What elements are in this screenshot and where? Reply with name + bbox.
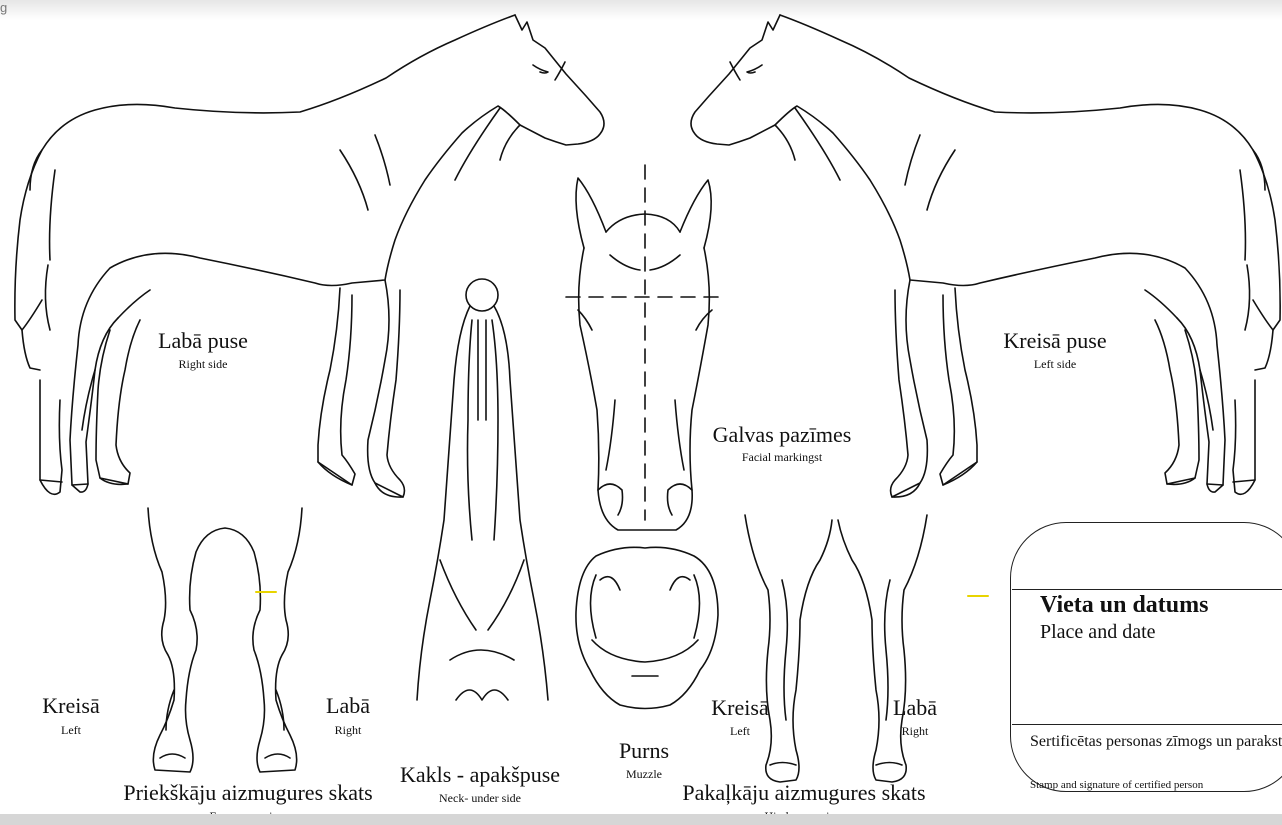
right-side-label-en: Right side — [178, 358, 227, 370]
signature-box — [1010, 522, 1282, 792]
neck-label: Kakls - apakšpuse — [400, 764, 560, 786]
head-label: Galvas pazīmes — [713, 424, 852, 446]
horse-muzzle-diagram — [576, 547, 718, 708]
signature-box-divider-lower — [1012, 724, 1282, 725]
muzzle-label: Purns — [619, 740, 669, 762]
hind-right-label-en: Right — [902, 725, 929, 737]
horse-right-side-diagram — [15, 15, 604, 497]
horse-neck-underside-diagram — [417, 279, 548, 700]
place-date-subtitle: Place and date — [1040, 621, 1156, 644]
stamp-signature-label-en: Stamp and signature of certified person — [1030, 779, 1203, 791]
hind-view-label: Pakaļkāju aizmugures skats — [682, 782, 925, 804]
fore-right-label: Labā — [326, 695, 370, 717]
head-label-en: Facial markingst — [742, 451, 822, 463]
horse-hindlegs-rear-diagram — [745, 515, 927, 782]
fore-left-label: Kreisā — [42, 695, 99, 717]
stamp-signature-label: Sertificētas personas zīmogs un paraksts — [1030, 733, 1282, 751]
fore-view-label: Priekškāju aizmugures skats — [123, 782, 372, 804]
horse-forelegs-rear-diagram — [148, 508, 302, 772]
fore-right-label-en: Right — [335, 724, 362, 736]
neck-label-en: Neck- under side — [439, 792, 521, 804]
horse-head-front-diagram — [566, 165, 718, 530]
hind-left-label: Kreisā — [711, 697, 768, 719]
right-side-label: Labā puse — [158, 330, 248, 352]
muzzle-label-en: Muzzle — [626, 768, 662, 780]
scan-bottom-band — [0, 814, 1282, 825]
hind-left-label-en: Left — [730, 725, 750, 737]
left-side-label-en: Left side — [1034, 358, 1076, 370]
signature-box-divider — [1012, 589, 1282, 590]
place-date-title: Vieta un datums — [1040, 592, 1208, 619]
left-side-label: Kreisā puse — [1003, 330, 1106, 352]
hind-right-label: Labā — [893, 697, 937, 719]
fore-left-label-en: Left — [61, 724, 81, 736]
